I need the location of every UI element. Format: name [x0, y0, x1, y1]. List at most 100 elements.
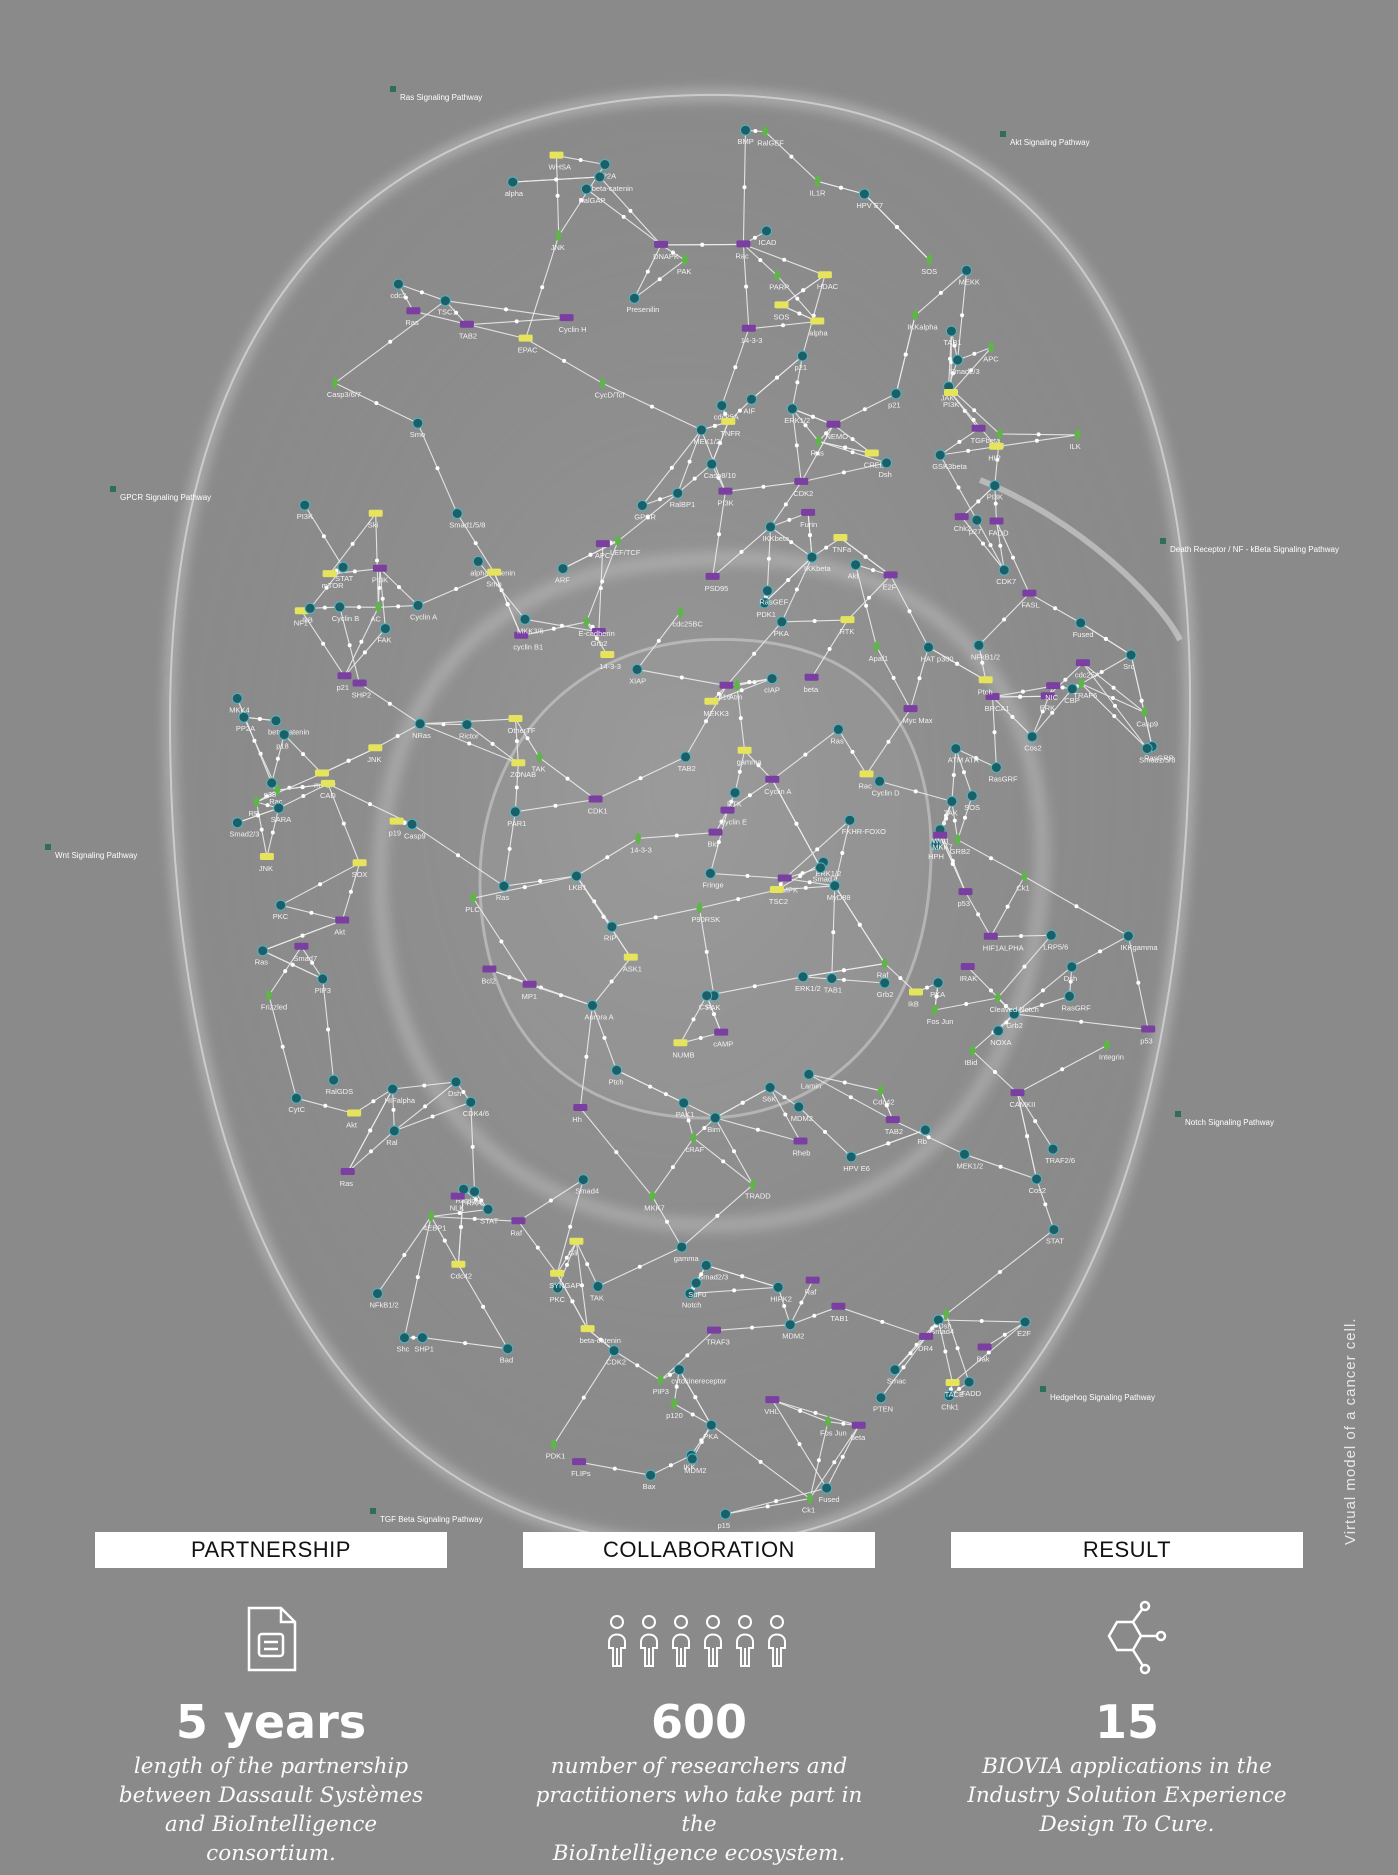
svg-text:Ski: Ski: [368, 521, 379, 530]
network-node: Smad7: [293, 942, 317, 963]
network-node: S6K: [762, 1082, 776, 1104]
edge-dot: [419, 290, 424, 295]
network-node: Cdc42: [450, 1260, 472, 1281]
svg-text:beta-catenin: beta-catenin: [580, 1336, 621, 1345]
network-node: Fused: [1073, 617, 1094, 639]
svg-text:MEKK3: MEKK3: [703, 709, 728, 718]
edge-dot: [1079, 1019, 1084, 1024]
edge-dot: [969, 368, 974, 373]
edge-dot: [712, 1012, 716, 1017]
svg-text:Ptch: Ptch: [609, 1077, 624, 1086]
edge-dot: [998, 1164, 1003, 1169]
network-node: E2F: [1017, 1316, 1031, 1338]
network-node: beta-catenin: [580, 1325, 621, 1345]
edge-dot: [650, 404, 654, 409]
network-node: NUMB: [672, 1039, 694, 1059]
svg-text:MyD88: MyD88: [827, 893, 851, 902]
edge-dot: [783, 502, 788, 507]
network-node: p16: [719, 681, 734, 702]
edge-dot: [457, 1211, 462, 1215]
svg-text:Grb2: Grb2: [591, 639, 608, 648]
network-node: RalGAP: [578, 183, 605, 205]
edge-dot: [1136, 980, 1141, 985]
stat-header: PARTNERSHIP: [95, 1532, 447, 1568]
edge-dot: [388, 339, 393, 344]
network-node: PI3K: [372, 564, 388, 585]
svg-text:RB: RB: [249, 809, 259, 818]
svg-text:TRAF3: TRAF3: [706, 1338, 730, 1347]
network-node: Cyclin B: [332, 601, 360, 623]
edge-dot: [976, 499, 981, 504]
svg-text:beta-catenin: beta-catenin: [592, 184, 633, 193]
edge-dot: [700, 242, 705, 247]
network-node: SOX: [352, 859, 367, 879]
edge-dot: [481, 1304, 486, 1309]
network-node: MKK4: [229, 692, 250, 714]
svg-text:TSC2: TSC2: [769, 897, 788, 906]
network-node: p27: [969, 514, 983, 536]
edge-dot: [917, 676, 922, 681]
network-node: alpha: [505, 176, 524, 198]
network-node: PTEN: [873, 1392, 893, 1414]
network-node: Shc: [397, 1332, 410, 1354]
edge-dot: [472, 1216, 477, 1221]
edge-dot: [1002, 617, 1007, 622]
network-node: p53: [1140, 1025, 1156, 1046]
network-node: PI3K: [987, 480, 1003, 502]
network-node: ILK: [1070, 428, 1081, 451]
network-node: Casp3/6/7: [327, 376, 361, 399]
svg-text:tBid: tBid: [965, 1058, 978, 1067]
edge-dot: [864, 603, 869, 608]
edge-dot: [585, 1262, 590, 1267]
network-node: WHSA: [549, 151, 571, 172]
edge-dot: [559, 623, 564, 628]
edge-dot: [758, 258, 763, 263]
svg-text:Rheb: Rheb: [793, 1149, 811, 1158]
network-node: IL1R: [810, 175, 826, 197]
network-node: HIP: [988, 442, 1004, 463]
edge-dot: [976, 912, 981, 917]
network-node: HIFalpha: [385, 1083, 416, 1105]
svg-text:TAB1: TAB1: [943, 338, 961, 347]
edge-dot: [265, 803, 270, 808]
svg-text:APC: APC: [595, 551, 611, 560]
network-node: MDM2: [791, 1101, 813, 1123]
stat-result: RESULT 15 BIOVIA applications in the Ind…: [951, 1532, 1303, 1839]
svg-text:Ras: Ras: [811, 449, 825, 458]
edge-dot: [857, 922, 862, 927]
svg-text:P90RSK: P90RSK: [691, 915, 720, 924]
network-node: Ras: [811, 435, 825, 458]
svg-text:Fused: Fused: [1073, 630, 1094, 639]
network-node: XIAP: [629, 663, 646, 685]
edge-dot: [765, 1504, 770, 1509]
edge-dot: [548, 1198, 553, 1203]
network-node: Chk1: [941, 1390, 959, 1412]
edge-dot: [998, 1270, 1002, 1274]
network-node: Ras: [496, 880, 509, 902]
network-node: Rictor: [459, 719, 479, 741]
stat-value: 5 years: [175, 1695, 367, 1749]
edge-dot: [645, 269, 650, 274]
svg-text:ICAD: ICAD: [759, 238, 778, 247]
network-node: p38: [264, 777, 278, 799]
network-node: Cyclin A: [764, 775, 791, 796]
network-node: PAK1: [676, 1097, 694, 1119]
svg-text:PKA: PKA: [703, 1432, 718, 1441]
edge-dot: [564, 1255, 569, 1260]
network-node: Smad1/5/8: [1139, 743, 1175, 765]
svg-text:ZONAB: ZONAB: [510, 770, 536, 779]
svg-text:SHP1: SHP1: [414, 1345, 434, 1354]
edge-dot: [803, 752, 808, 757]
edge-dot: [842, 1080, 847, 1085]
edge-dot: [570, 1299, 575, 1304]
edge-dot: [699, 1440, 704, 1444]
network-node: IKKalpha: [907, 309, 938, 331]
stat-description-line: number of researchers and: [550, 1754, 848, 1779]
network-node: DR4: [918, 1332, 933, 1353]
svg-text:TNFa: TNFa: [832, 545, 852, 554]
svg-text:Cyclin B: Cyclin B: [332, 614, 360, 623]
svg-text:p15: p15: [718, 1521, 731, 1530]
edge-dot: [738, 716, 743, 721]
edge-dot: [350, 541, 355, 546]
network-node: FLIPs: [571, 1458, 591, 1478]
